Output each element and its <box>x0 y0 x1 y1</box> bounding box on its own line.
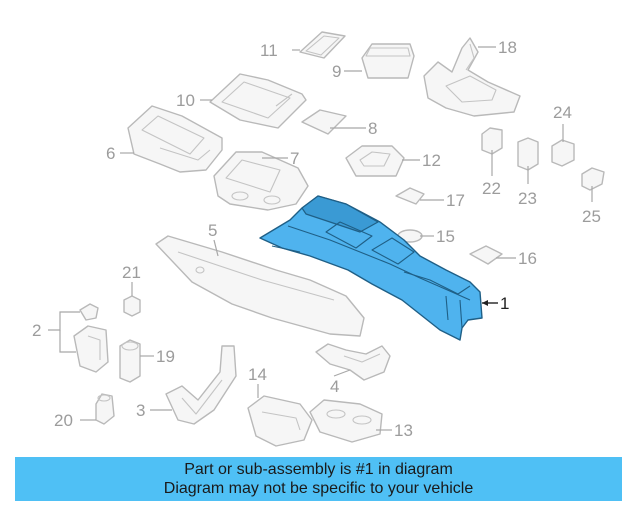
part-17-clip[interactable] <box>395 187 425 205</box>
callout-24[interactable]: 24 <box>553 103 572 122</box>
part-3-long-bracket[interactable] <box>165 345 237 425</box>
part-4-bracket[interactable] <box>315 343 391 381</box>
callout-21[interactable]: 21 <box>122 263 141 282</box>
part-13-cupholder-base[interactable] <box>309 399 383 443</box>
part-22-switch[interactable] <box>481 127 503 155</box>
part-20-socket[interactable] <box>95 393 115 425</box>
diagram-notice-banner: Part or sub-assembly is #1 in diagram Di… <box>15 457 622 501</box>
part-18-shifter-bezel[interactable] <box>423 37 521 117</box>
parts-exploded-diagram: 1 2 3 4 5 6 7 8 9 10 11 12 13 14 15 16 1… <box>32 31 605 447</box>
callout-2[interactable]: 2 <box>32 321 41 340</box>
callout-17[interactable]: 17 <box>446 191 465 210</box>
callout-5[interactable]: 5 <box>208 221 217 240</box>
part-12-cup-insert[interactable] <box>345 145 405 177</box>
callout-18[interactable]: 18 <box>498 38 517 57</box>
part-7-cupholder-module[interactable] <box>213 151 309 211</box>
part-21-cap[interactable] <box>123 295 141 317</box>
part-1-center-console[interactable] <box>259 195 483 341</box>
callout-16[interactable]: 16 <box>518 249 537 268</box>
part-11-tray-mat[interactable] <box>299 31 346 59</box>
part-8-pad[interactable] <box>301 109 347 135</box>
callout-3[interactable]: 3 <box>136 401 145 420</box>
part-23-switch[interactable] <box>517 137 539 171</box>
part-9-storage-bin[interactable] <box>361 43 415 79</box>
part-24-switch[interactable] <box>551 139 575 167</box>
callout-19[interactable]: 19 <box>156 347 175 366</box>
callout-12[interactable]: 12 <box>422 151 441 170</box>
callout-11[interactable]: 11 <box>260 41 278 60</box>
callout-7[interactable]: 7 <box>290 149 299 168</box>
callout-4[interactable]: 4 <box>330 377 339 396</box>
callout-10[interactable]: 10 <box>176 91 195 110</box>
part-19-power-outlet[interactable] <box>119 339 141 383</box>
callout-14[interactable]: 14 <box>248 365 267 384</box>
banner-line-2: Diagram may not be specific to your vehi… <box>163 480 474 497</box>
part-2-bracket[interactable] <box>73 303 109 373</box>
callout-9[interactable]: 9 <box>332 62 341 81</box>
callout-23[interactable]: 23 <box>518 189 537 208</box>
callout-1[interactable]: 1 <box>500 294 509 313</box>
callout-22[interactable]: 22 <box>482 179 501 198</box>
leader-lines <box>48 46 593 431</box>
callout-20[interactable]: 20 <box>54 411 73 430</box>
part-14-armrest-base[interactable] <box>247 395 313 447</box>
callout-6[interactable]: 6 <box>106 144 115 163</box>
part-16-small-lid[interactable] <box>469 245 503 265</box>
part-10-upper-trim[interactable] <box>209 73 307 129</box>
leader-line-1 <box>482 300 498 306</box>
part-25-switch[interactable] <box>581 167 605 191</box>
part-5-side-panel[interactable] <box>155 235 365 337</box>
callout-25[interactable]: 25 <box>582 207 601 226</box>
callout-8[interactable]: 8 <box>368 119 377 138</box>
callout-13[interactable]: 13 <box>394 421 413 440</box>
part-6-storage-frame[interactable] <box>127 105 223 173</box>
banner-line-1: Part or sub-assembly is #1 in diagram <box>184 461 453 478</box>
callout-15[interactable]: 15 <box>436 227 455 246</box>
